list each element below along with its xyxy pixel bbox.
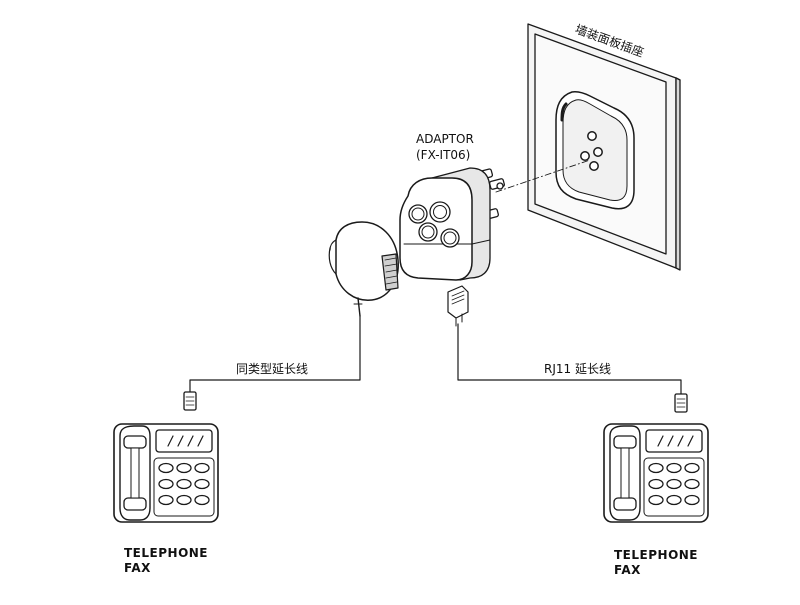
right-rj11-plug [674, 393, 688, 413]
alignment-dashed-line [495, 159, 591, 193]
right-device-label-fax: FAX [614, 563, 641, 577]
same-type-plug [328, 221, 399, 317]
rj11-cable-label: RJ11 延长线 [544, 362, 611, 376]
left-device-label-fax: FAX [124, 561, 151, 575]
same-type-cable-label: 同类型延长线 [236, 362, 309, 376]
right-device-label-telephone: TELEPHONE [614, 548, 699, 562]
left-rj11-plug [183, 391, 197, 411]
adaptor-body [399, 167, 505, 281]
adaptor-name-label: ADAPTOR [416, 132, 474, 146]
left-telephone [113, 423, 219, 523]
left-device-label-telephone: TELEPHONE [124, 546, 209, 560]
wall-socket-plate [527, 23, 681, 271]
rj11-jack [447, 285, 469, 327]
same-type-extension-cable [189, 315, 361, 393]
rj11-extension-cable [457, 323, 682, 395]
right-telephone [603, 423, 709, 523]
adaptor-model-label: (FX-IT06) [416, 148, 471, 162]
